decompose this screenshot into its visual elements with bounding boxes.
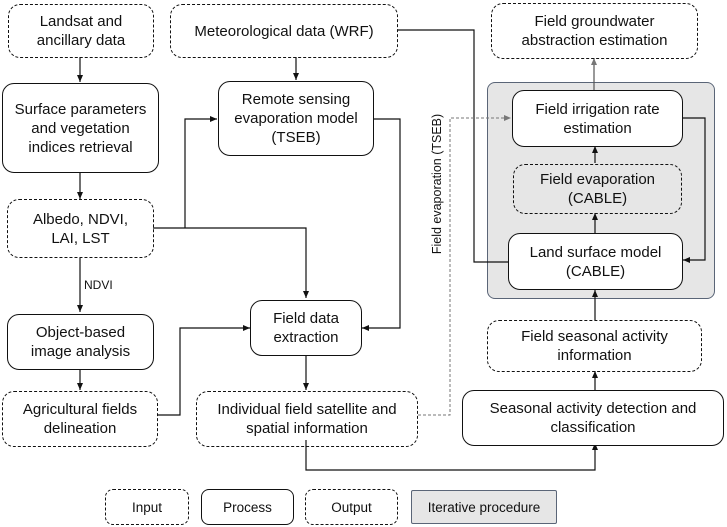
legend-output: Output: [305, 489, 398, 525]
edge-rsmodel-fieldextract: [362, 118, 401, 331]
edge-label-field-evap-tseb: Field evaporation (TSEB): [430, 113, 444, 255]
node-rs-model: Remote sensing evaporation model (TSEB): [218, 81, 374, 156]
edge-indiv-irrigation-dashed: [418, 115, 511, 416]
legend-input: Input: [105, 489, 189, 525]
edge-label-ndvi: NDVI: [84, 278, 113, 292]
node-land-surface: Land surface model (CABLE): [508, 233, 683, 290]
edge-meteo-landsurface: [398, 29, 508, 263]
node-landsat: Landsat and ancillary data: [8, 4, 154, 58]
node-groundwater: Field groundwater abstraction estimation: [491, 3, 698, 59]
legend-iterative: Iterative procedure: [411, 490, 557, 524]
edge-albedo-rsmodel: [184, 116, 217, 228]
node-irrigation-rate: Field irrigation rate estimation: [512, 90, 683, 147]
node-indiv-field: Individual field satellite and spatial i…: [196, 391, 418, 447]
edge-indiv-seasonal: [305, 440, 598, 471]
node-ag-fields: Agricultural fields delineation: [2, 391, 158, 447]
node-seasonal-detect: Seasonal activity detection and classifi…: [462, 390, 724, 446]
edge-irrigation-landsurface: [682, 117, 706, 263]
legend-process: Process: [201, 489, 294, 525]
node-albedo: Albedo, NDVI, LAI, LST: [7, 199, 154, 258]
edge-albedo-fieldextract: [153, 227, 309, 298]
node-field-evap-cable: Field evaporation (CABLE): [513, 164, 682, 214]
edge-agfields-fieldextract: [158, 325, 250, 416]
node-meteo: Meteorological data (WRF): [170, 4, 398, 58]
node-surface-params: Surface parameters and vegetation indice…: [2, 83, 159, 173]
node-obia: Object-based image analysis: [7, 314, 154, 370]
node-field-seasonal: Field seasonal activity information: [487, 320, 702, 372]
node-field-extract: Field data extraction: [250, 300, 362, 356]
